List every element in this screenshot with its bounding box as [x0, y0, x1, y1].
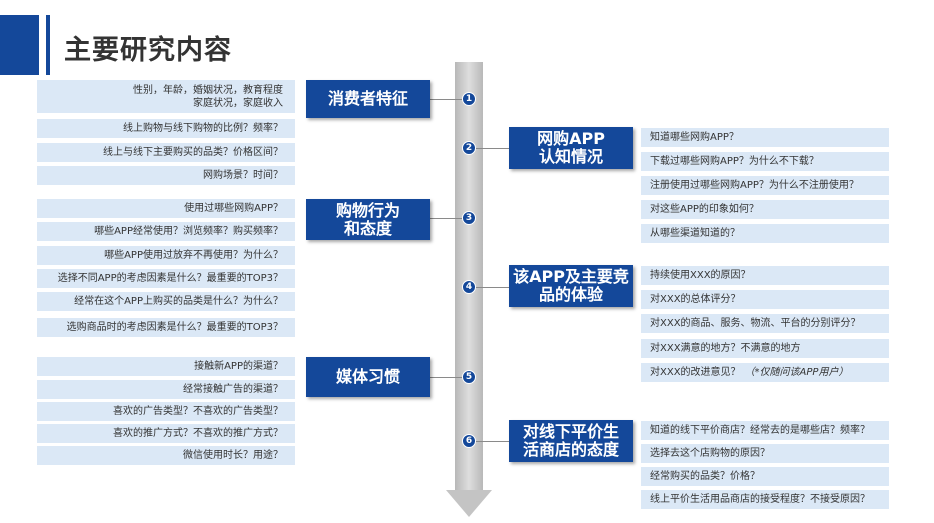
- research-item: 从哪些渠道知道的？: [641, 224, 889, 243]
- research-item-text: 对XXX的改进意见？: [650, 367, 741, 378]
- research-item: 经常购买的品类？价格？: [641, 467, 889, 486]
- research-item: 使用过哪些网购APP？: [37, 199, 295, 218]
- research-item: 线上与线下主要购买的品类？价格区间？: [37, 143, 295, 162]
- title-accent-line: [46, 15, 50, 75]
- connector-line-4: [476, 287, 509, 288]
- research-item: 网购场景？时间？: [37, 166, 295, 185]
- step-number-4: 4: [462, 280, 476, 294]
- category-label: 媒体习惯: [335, 367, 400, 386]
- category-label-line1: 网购APP: [537, 129, 605, 148]
- research-item: 下载过哪些网购APP？为什么不下载？: [641, 152, 889, 171]
- research-item: 性别，年龄，婚姻状况，教育程度 家庭状况，家庭收入: [37, 80, 295, 113]
- research-item: 注册使用过哪些网购APP？为什么不注册使用？: [641, 176, 889, 195]
- step-number-2: 2: [462, 141, 476, 155]
- step-number-3: 3: [462, 211, 476, 225]
- category-label: 消费者特征: [327, 89, 408, 108]
- research-item: 知道哪些网购APP？: [641, 128, 889, 147]
- timeline-arrow-shaft: [455, 62, 483, 492]
- category-app-awareness: 网购APP 认知情况: [509, 127, 633, 169]
- research-item: 经常在这个APP上购买的品类是什么？为什么？: [37, 292, 295, 311]
- category-shopping-behavior: 购物行为 和态度: [306, 199, 430, 240]
- step-number-1: 1: [462, 92, 476, 106]
- research-item: 线上平价生活用品商店的接受程度？不接受原因？: [641, 490, 889, 509]
- connector-line-2: [476, 148, 509, 149]
- research-item: 对XXX的商品、服务、物流、平台的分别评分？: [641, 314, 889, 333]
- connector-line-6: [476, 441, 509, 442]
- category-label-line1: 购物行为: [335, 200, 400, 220]
- category-label-line2: 和态度: [343, 218, 392, 238]
- research-item: 对XXX满意的地方？不满意的地方: [641, 339, 889, 358]
- research-item: 持续使用XXX的原因？: [641, 266, 889, 285]
- category-label-line1: 该APP及主要竞: [513, 267, 629, 286]
- research-item: 喜欢的推广方式？不喜欢的推广方式？: [37, 424, 295, 443]
- research-item: 哪些APP经常使用？浏览频率？购买频率？: [37, 222, 295, 241]
- step-number-6: 6: [462, 434, 476, 448]
- category-app-experience: 该APP及主要竞 品的体验: [509, 265, 633, 307]
- research-item: 选择去这个店购物的原因？: [641, 444, 889, 463]
- category-label-line2: 活商店的态度: [522, 440, 619, 459]
- research-item: 喜欢的广告类型？不喜欢的广告类型？: [37, 402, 295, 421]
- research-item: 对XXX的改进意见？ （*仅随问该APP用户）: [641, 363, 889, 382]
- research-item: 经常接触广告的渠道？: [37, 380, 295, 399]
- research-item: 微信使用时长？用途？: [37, 446, 295, 465]
- research-item: 知道的线下平价商店？经常去的是哪些店？频率？: [641, 421, 889, 440]
- connector-line-3: [430, 218, 462, 219]
- research-item-line1: 性别，年龄，婚姻状况，教育程度: [133, 84, 283, 96]
- category-label-line2: 认知情况: [538, 147, 603, 166]
- connector-line-5: [430, 377, 462, 378]
- research-item-line2: 家庭状况，家庭收入: [193, 97, 283, 109]
- category-label-line2: 品的体验: [538, 285, 603, 304]
- category-consumer-traits: 消费者特征: [306, 80, 430, 118]
- category-label-line1: 对线下平价生: [522, 422, 619, 441]
- research-item-note: （*仅随问该APP用户）: [744, 367, 849, 378]
- step-number-5: 5: [462, 370, 476, 384]
- research-item: 对XXX的总体评分？: [641, 290, 889, 309]
- category-media-habits: 媒体习惯: [306, 357, 430, 397]
- research-item: 哪些APP使用过放弃不再使用？为什么？: [37, 246, 295, 265]
- page-title: 主要研究内容: [64, 35, 232, 66]
- research-item: 接触新APP的渠道？: [37, 357, 295, 376]
- title-accent-block: [0, 15, 39, 75]
- research-item: 选择不同APP的考虑因素是什么？最重要的TOP3？: [37, 269, 295, 288]
- research-item: 线上购物与线下购物的比例？频率？: [37, 119, 295, 138]
- research-item: 选购商品时的考虑因素是什么？最重要的TOP3？: [37, 318, 295, 337]
- research-item: 对这些APP的印象如何？: [641, 200, 889, 219]
- connector-line-1: [430, 99, 462, 100]
- category-offline-store-attitude: 对线下平价生 活商店的态度: [509, 420, 633, 462]
- timeline-arrow-down-icon: [446, 490, 492, 517]
